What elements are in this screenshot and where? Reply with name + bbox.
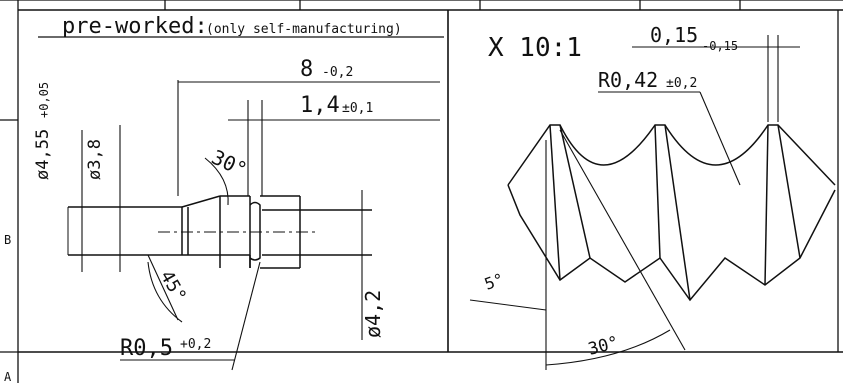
detail-profile bbox=[507, 124, 836, 302]
zone-label-a: A bbox=[4, 370, 12, 383]
detail-dim-radius: R0,42 bbox=[598, 68, 658, 92]
dim-outer-diameter: ø4,55 bbox=[33, 129, 53, 180]
right-panel: X 10:1 0,15 -0,15 R0,42 ±0,2 5° 30 bbox=[469, 23, 836, 370]
dim-radius-tol: +0,2 bbox=[180, 337, 211, 352]
dim-step-length: 1,4 bbox=[300, 93, 340, 118]
detail-dim-radius-tol: ±0,2 bbox=[666, 76, 697, 91]
left-panel: pre-worked: (only self-manufacturing) bbox=[33, 14, 444, 371]
dim-inner-diameter: ø3,8 bbox=[85, 139, 105, 180]
dim-total-length: 8 bbox=[300, 57, 313, 82]
detail-angle-30: 30° bbox=[586, 333, 621, 360]
dim-radius: R0,5 bbox=[120, 336, 173, 361]
dim-chamfer-angle: 30° bbox=[208, 145, 251, 182]
scale-label: X 10:1 bbox=[488, 33, 582, 63]
self-manufacturing-note: (only self-manufacturing) bbox=[206, 22, 402, 37]
dim-step-length-tol: ±0,1 bbox=[342, 101, 373, 116]
detail-dimensions bbox=[469, 35, 800, 370]
dim-total-length-tol: -0,2 bbox=[322, 65, 353, 80]
pre-worked-title: pre-worked: bbox=[62, 14, 208, 39]
dim-outer-diameter-tol: +0,05 bbox=[37, 82, 51, 118]
dim-right-diameter: ø4,2 bbox=[361, 290, 385, 338]
detail-dim-width: 0,15 bbox=[650, 23, 698, 47]
dimension-lines bbox=[81, 80, 440, 371]
detail-angle-5: 5° bbox=[482, 269, 507, 293]
detail-dim-width-tol: -0,15 bbox=[702, 39, 738, 53]
zone-label-b: B bbox=[4, 233, 11, 247]
